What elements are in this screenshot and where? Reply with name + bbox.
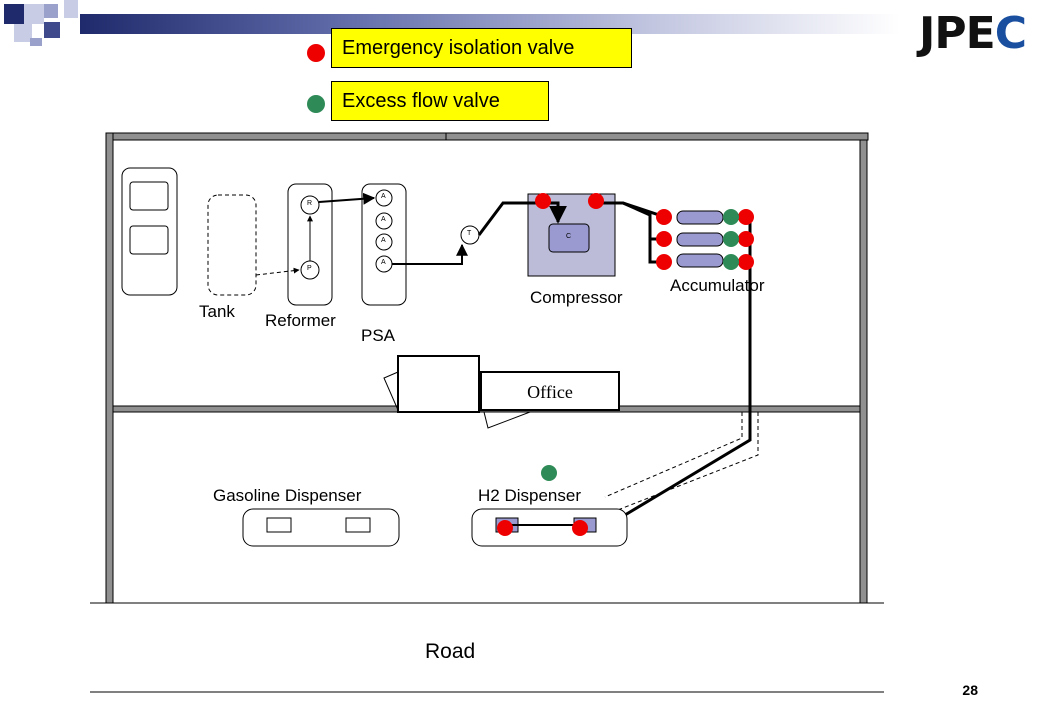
legend-excess-flow-valve: Excess flow valve: [331, 81, 549, 121]
excess-flow-valve: [541, 465, 557, 481]
office-label-box: Office: [480, 371, 620, 411]
psa-a-node: [375, 189, 393, 207]
gasoline-nozzle: [345, 517, 371, 533]
emergency-valve-legend-dot: [307, 44, 325, 62]
compressor-label: Compressor: [530, 288, 623, 307]
reformer-to-psa-line: [318, 192, 376, 205]
excess-flow-valve: [723, 209, 739, 225]
jpec-logo: JPEC: [919, 8, 1027, 59]
page-number: 28: [962, 682, 978, 698]
reformer-label: Reformer: [265, 311, 336, 330]
dashed-pipe: [604, 412, 759, 516]
reformer-r-node: [300, 195, 320, 215]
psa-to-t-line: [392, 243, 468, 265]
decor-square: [44, 4, 58, 18]
emergency-isolation-valve: [738, 209, 754, 225]
emergency-isolation-valve: [738, 254, 754, 270]
emergency-isolation-valve: [588, 193, 604, 209]
decor-square: [24, 4, 44, 24]
legend-emergency-isolation-valve: Emergency isolation valve: [331, 28, 632, 68]
decor-square: [14, 24, 32, 42]
decor-square: [64, 0, 78, 18]
psa-a-letter: A: [381, 237, 386, 244]
t-letter: T: [467, 230, 472, 237]
psa-a-node: [375, 212, 393, 230]
psa-label: PSA: [361, 326, 396, 345]
emergency-isolation-valve: [656, 254, 672, 270]
office-building: [397, 355, 480, 413]
h2-dispenser-island: [471, 508, 628, 547]
emergency-isolation-valve: [656, 209, 672, 225]
excess-flow-legend-dot: [307, 95, 325, 113]
accumulator-cylinder: [676, 232, 724, 247]
emergency-isolation-valve: [738, 231, 754, 247]
legend-excess-label: Excess flow valve: [342, 90, 500, 112]
header-bar: [0, 0, 1040, 46]
top-wall: [105, 132, 869, 141]
gasoline-dispenser-island: [242, 508, 400, 547]
excess-flow-valve: [723, 231, 739, 247]
reformer-r-letter: R: [307, 200, 313, 207]
decor-square: [44, 22, 60, 38]
tank-to-reformer-line: [255, 267, 300, 276]
h2-dispenser-label: H2 Dispenser: [478, 486, 581, 505]
office-door-swing: [383, 371, 531, 429]
decor-square: [4, 4, 24, 24]
excess-flow-valve: [723, 254, 739, 270]
left-wall: [105, 132, 114, 604]
compressor-c-letter: C: [566, 233, 572, 240]
reformer-p-letter: P: [307, 265, 312, 272]
road-label: Road: [425, 640, 476, 663]
emergency-isolation-valve: [572, 520, 588, 536]
gasoline-nozzle: [266, 517, 292, 533]
header-gradient: [80, 14, 900, 34]
tank-outline: [207, 194, 257, 296]
accumulator-cylinder: [676, 210, 724, 225]
storage-slot: [129, 225, 169, 255]
compressor-c-box: [548, 223, 590, 253]
emergency-isolation-valve: [535, 193, 551, 209]
gasoline-dispenser-label: Gasoline Dispenser: [213, 486, 362, 505]
accumulator-cylinder: [676, 253, 724, 268]
storage-slot: [129, 181, 169, 211]
psa-a-letter: A: [381, 216, 386, 223]
right-wall: [859, 139, 868, 604]
accumulator-label: Accumulator: [670, 276, 765, 295]
psa-a-letter: A: [381, 193, 386, 200]
emergency-isolation-valve: [497, 520, 513, 536]
decor-square: [30, 38, 42, 46]
psa-a-node: [375, 233, 393, 251]
emergency-isolation-valve: [656, 231, 672, 247]
tank-label: Tank: [199, 302, 235, 321]
psa-a-letter: A: [381, 259, 386, 266]
legend-emergency-label: Emergency isolation valve: [342, 37, 575, 59]
office-label: Office: [527, 382, 573, 402]
